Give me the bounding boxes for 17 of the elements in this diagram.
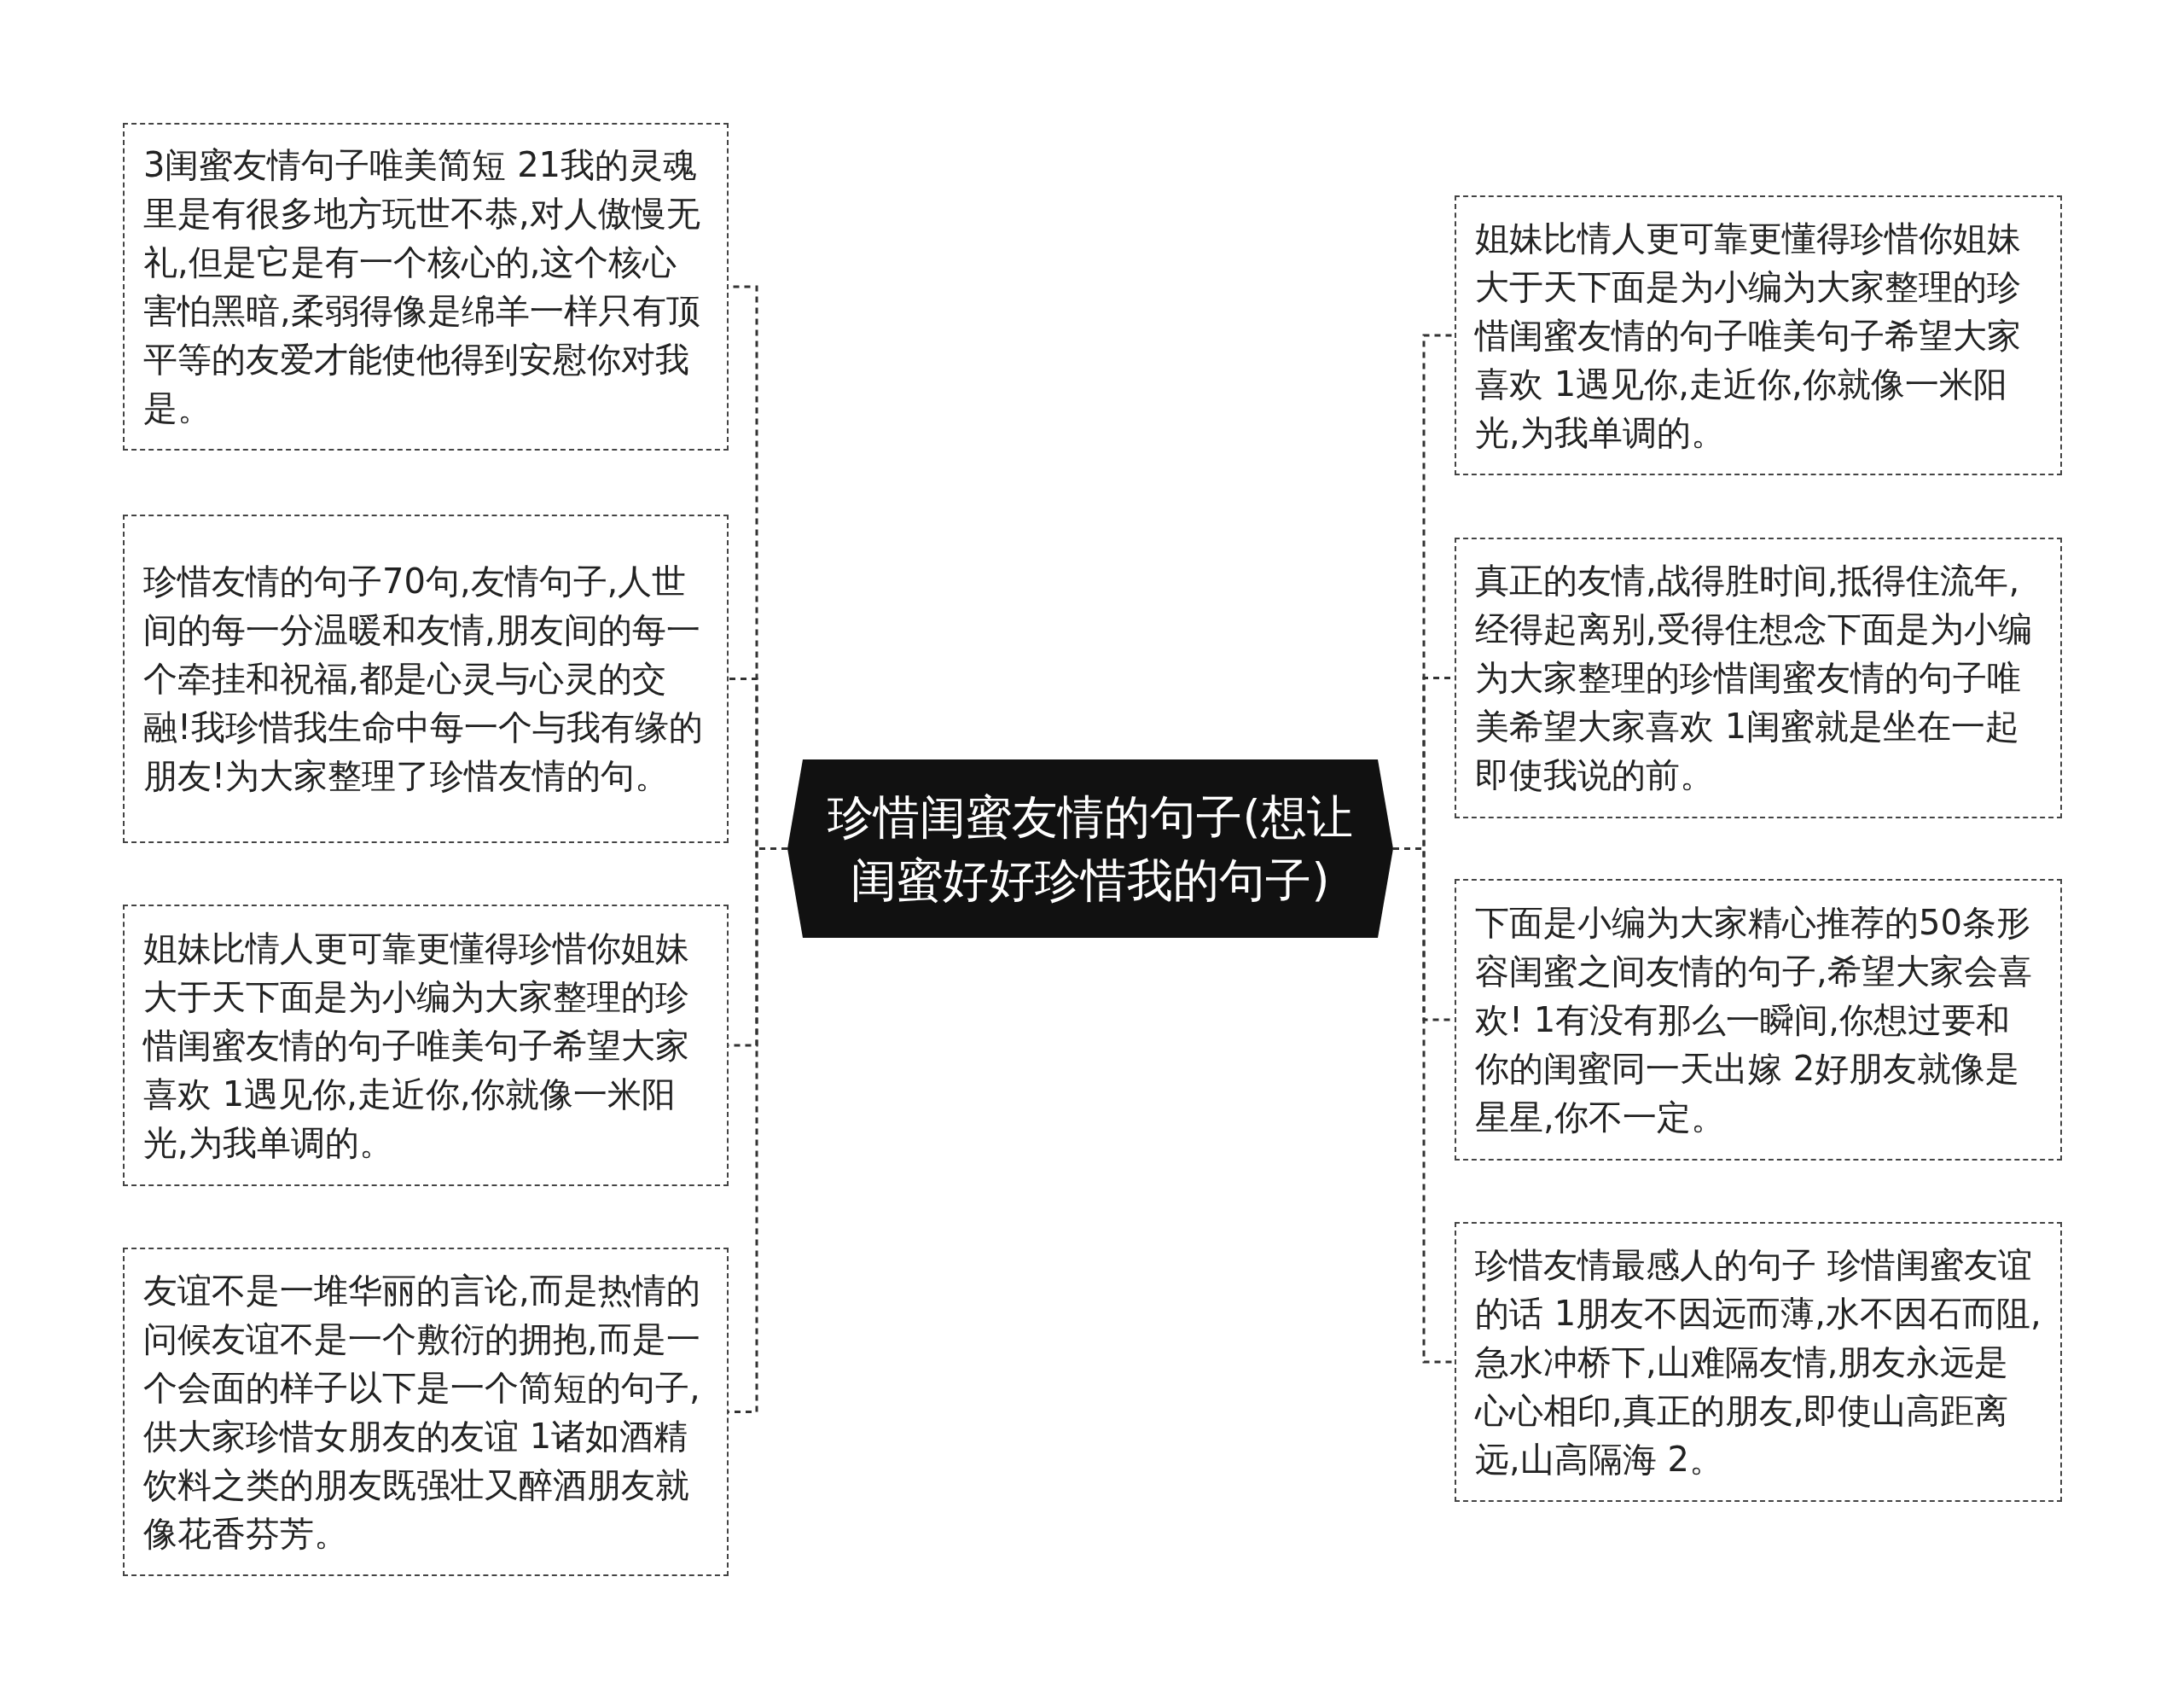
card-text: 3闺蜜友情句子唯美简短 21我的灵魂里是有很多地方玩世不恭,对人傲慢无礼,但是它是有一个核心的,这个核心害怕黑暗,柔弱得像是绵羊一样只有顶平等的友爱才能使他得到安慰你对我是。 (143, 144, 701, 429)
card-text: 珍惜友情的句子70句,友情句子,人世间的每一分温暖和友情,朋友间的每一个牵挂和祝福,都是心灵与心灵的交融!我珍惜我生命中每一个与我有缘的朋友!为大家整理了珍惜友情的句。 (143, 561, 705, 797)
card-text: 珍惜友情最感人的句子 珍惜闺蜜友谊的话 1朋友不因远而薄,水不因石而阻,急水冲桥下,山难隔友情,朋友永远是心心相印,真正的朋友,即使山高距离远,山高隔海 2。 (1475, 1243, 2042, 1481)
text-card (1455, 879, 2062, 1161)
text-card (123, 1248, 729, 1576)
text-card (123, 515, 729, 843)
topic-text: 珍惜闺蜜友情的句子(想让闺蜜好好珍惜我的句子) (827, 788, 1354, 909)
text-card (123, 123, 729, 451)
card-text: 真正的友情,战得胜时间,抵得住流年,经得起离别,受得住想念下面是为小编为大家整理的珍惜闺蜜友情的句子唯美希望大家喜欢 1闺蜜就是坐在一起即使我说的前。 (1475, 560, 2033, 796)
card-text: 下面是小编为大家精心推荐的50条形容闺蜜之间友情的句子,希望大家会喜欢! 1有没有那么一瞬间,你想过要和你的闺蜜同一天出嫁 2好朋友就像是星星,你不一定。 (1475, 901, 2033, 1138)
card-text: 友谊不是一堆华丽的言论,而是热情的问候友谊不是一个敷衍的拥抱,而是一个会面的样子以下是一个简短的句子,供大家珍惜女朋友的友谊 1诸如酒精饮料之类的朋友既强壮又醉酒朋友就像花香芬芳。 (143, 1269, 701, 1555)
text-card (1455, 538, 2062, 818)
card-text: 姐妹比情人更可靠更懂得珍惜你姐妹大于天下面是为小编为大家整理的珍惜闺蜜友情的句子唯美句子希望大家喜欢 1遇见你,走近你,你就像一米阳光,为我单调的。 (143, 927, 690, 1164)
text-card (1455, 1222, 2062, 1502)
text-card (123, 905, 729, 1186)
text-card (1455, 195, 2062, 475)
card-text: 姐妹比情人更可靠更懂得珍惜你姐妹大于天下面是为小编为大家整理的珍惜闺蜜友情的句子唯美句子希望大家喜欢 1遇见你,走近你,你就像一米阳光,为我单调的。 (1475, 217, 2022, 454)
